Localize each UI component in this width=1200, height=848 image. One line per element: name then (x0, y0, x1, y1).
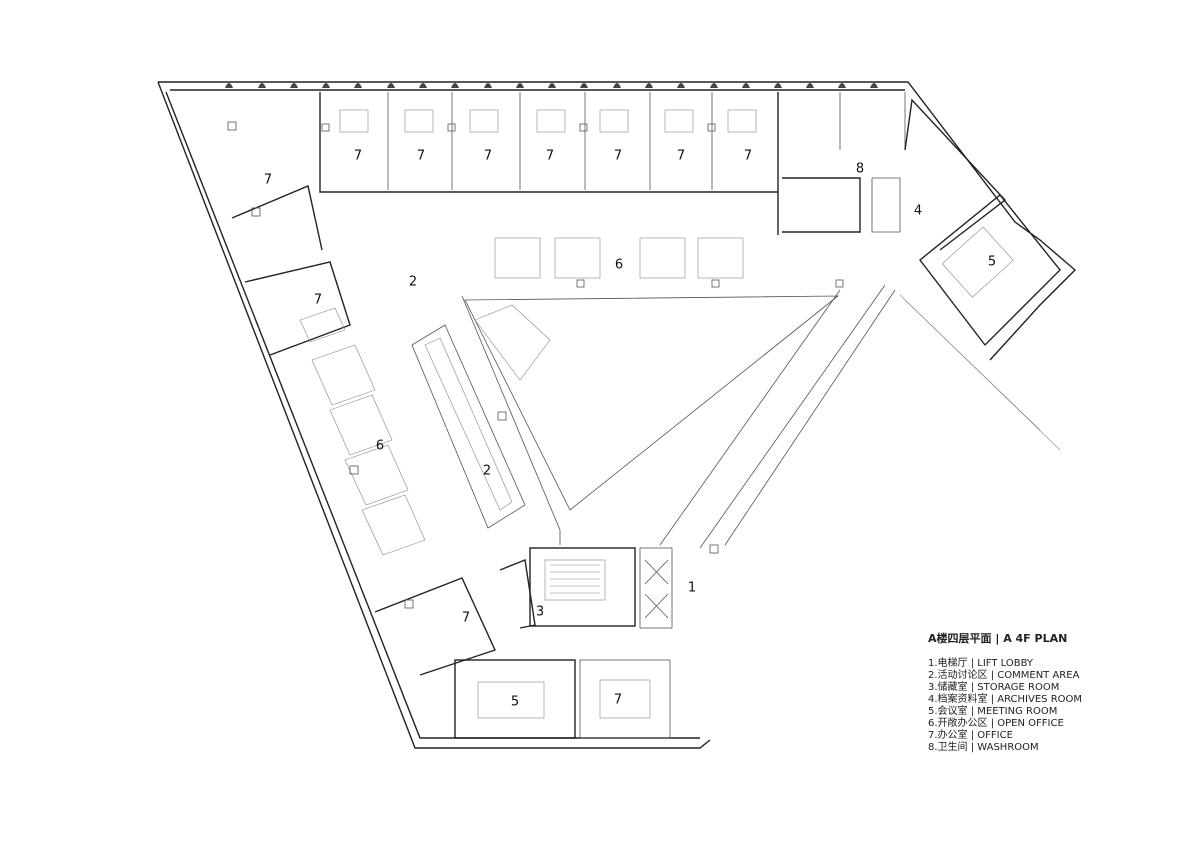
legend-item-lift-lobby: 1.电梯厅 | LIFT LOBBY (928, 658, 1034, 669)
room-label-office: 7 (744, 149, 752, 164)
room-label-office: 7 (314, 293, 322, 308)
plan-legend: A楼四层平面 | A 4F PLAN 1.电梯厅 | LIFT LOBBY 2.… (928, 630, 1178, 754)
legend-item-meeting-room: 5.会议室 | MEETING ROOM (928, 706, 1058, 717)
legend-item-archives-room: 4.档案资料室 | ARCHIVES ROOM (928, 694, 1083, 705)
window-mullions-top (225, 83, 878, 88)
room-label-office: 7 (614, 693, 622, 708)
room-label-meeting-room: 5 (511, 695, 519, 710)
legend-item-storage-room: 3.储藏室 | STORAGE ROOM (928, 682, 1060, 693)
legend-item-comment-area: 2.活动讨论区 | COMMENT AREA (928, 670, 1080, 681)
interior-partitions (231, 92, 1061, 739)
room-label-office: 7 (614, 149, 622, 164)
furniture-clusters (227, 109, 1014, 719)
legend-item-open-office: 6.开敞办公区 | OPEN OFFICE (928, 718, 1064, 729)
room-numbers: 1 2 2 3 4 5 5 6 6 7 7 7 7 7 7 7 7 7 7 7 … (264, 149, 996, 710)
plan-title: A楼四层平面 | A 4F PLAN (928, 632, 1068, 645)
room-label-washroom: 8 (856, 162, 864, 177)
room-label-open-office: 6 (615, 258, 623, 273)
exterior-walls (157, 81, 1077, 749)
room-label-office: 7 (264, 173, 272, 188)
room-label-lift-lobby: 1 (688, 581, 696, 596)
room-label-storage-room: 3 (536, 605, 544, 620)
room-label-comment-area: 2 (483, 464, 491, 479)
room-label-office: 7 (546, 149, 554, 164)
room-label-archives-room: 4 (914, 204, 922, 219)
room-label-office: 7 (354, 149, 362, 164)
legend-item-washroom: 8.卫生间 | WASHROOM (928, 742, 1039, 753)
room-label-office: 7 (417, 149, 425, 164)
room-label-office: 7 (677, 149, 685, 164)
legend-item-office: 7.办公室 | OFFICE (928, 730, 1013, 741)
room-label-office: 7 (484, 149, 492, 164)
room-label-comment-area: 2 (409, 275, 417, 290)
room-label-office: 7 (462, 611, 470, 626)
room-label-open-office: 6 (376, 439, 384, 454)
room-label-meeting-room: 5 (988, 255, 996, 270)
